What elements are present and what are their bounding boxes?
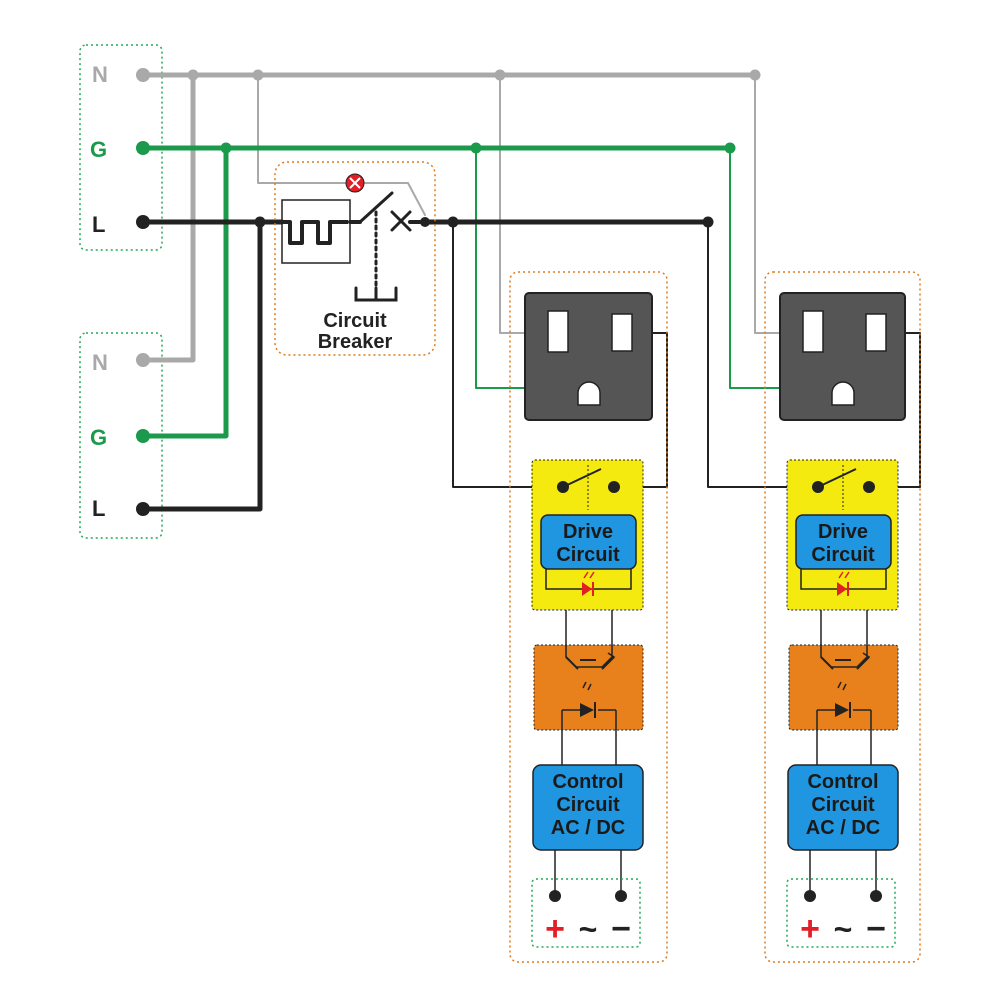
minus-symbol-1: − xyxy=(611,910,631,948)
ground-wires xyxy=(140,145,834,439)
indicator-lamp-icon xyxy=(345,173,365,193)
opto-block-1 xyxy=(533,644,644,765)
drive-block-1: Drive Circuit xyxy=(531,459,644,611)
control-block-2: Control Circuit AC / DC xyxy=(787,764,899,851)
module-2-border xyxy=(764,271,921,963)
module-2: Drive Circuit Control Circuit xyxy=(764,271,921,963)
terminal-g-label: G xyxy=(90,137,107,162)
breaker-label-line2: Breaker xyxy=(318,331,393,353)
module-1-border xyxy=(509,271,668,963)
outlet-1 xyxy=(524,292,653,421)
drive-label-1a: Drive xyxy=(563,521,613,543)
input-terminal-1: + ~ − xyxy=(531,878,641,948)
ac-symbol-1: ~ xyxy=(579,911,598,947)
led-icon xyxy=(837,571,850,596)
led-icon xyxy=(582,571,595,596)
breaker-switch-icon xyxy=(348,191,427,302)
drive-label-1b: Circuit xyxy=(556,544,620,566)
circuit-breaker-box xyxy=(274,161,436,356)
terminal-l-label-2: L xyxy=(92,496,105,521)
ac-symbol-2: ~ xyxy=(834,911,853,947)
control-block-1: Control Circuit AC / DC xyxy=(532,764,644,851)
line-wires xyxy=(140,219,921,512)
terminal-l-label: L xyxy=(92,212,105,237)
control-label-1c: AC / DC xyxy=(551,817,625,839)
drive-block-2: Drive Circuit xyxy=(786,459,899,611)
module-1: Drive Circuit Control Circuit xyxy=(509,271,668,963)
terminal-n-label-2: N xyxy=(92,350,108,375)
control-label-1a: Control xyxy=(552,771,623,793)
plus-symbol-2: + xyxy=(800,910,820,948)
control-label-2a: Control xyxy=(807,771,878,793)
control-label-2b: Circuit xyxy=(811,794,875,816)
outlet-2 xyxy=(779,292,906,421)
plus-symbol-1: + xyxy=(545,910,565,948)
neutral-wires xyxy=(140,72,804,363)
thermal-element-icon xyxy=(281,199,351,264)
input-terminal-2: + ~ − xyxy=(786,878,896,948)
junction-dots xyxy=(136,68,761,516)
control-label-1b: Circuit xyxy=(556,794,620,816)
terminal-g-label-2: G xyxy=(90,425,107,450)
breaker-label-line1: Circuit xyxy=(323,310,387,332)
drive-label-2b: Circuit xyxy=(811,544,875,566)
control-label-2c: AC / DC xyxy=(806,817,880,839)
drive-label-2a: Drive xyxy=(818,521,868,543)
minus-symbol-2: − xyxy=(866,910,886,948)
opto-block-2 xyxy=(788,644,899,765)
terminal-n-label: N xyxy=(92,62,108,87)
